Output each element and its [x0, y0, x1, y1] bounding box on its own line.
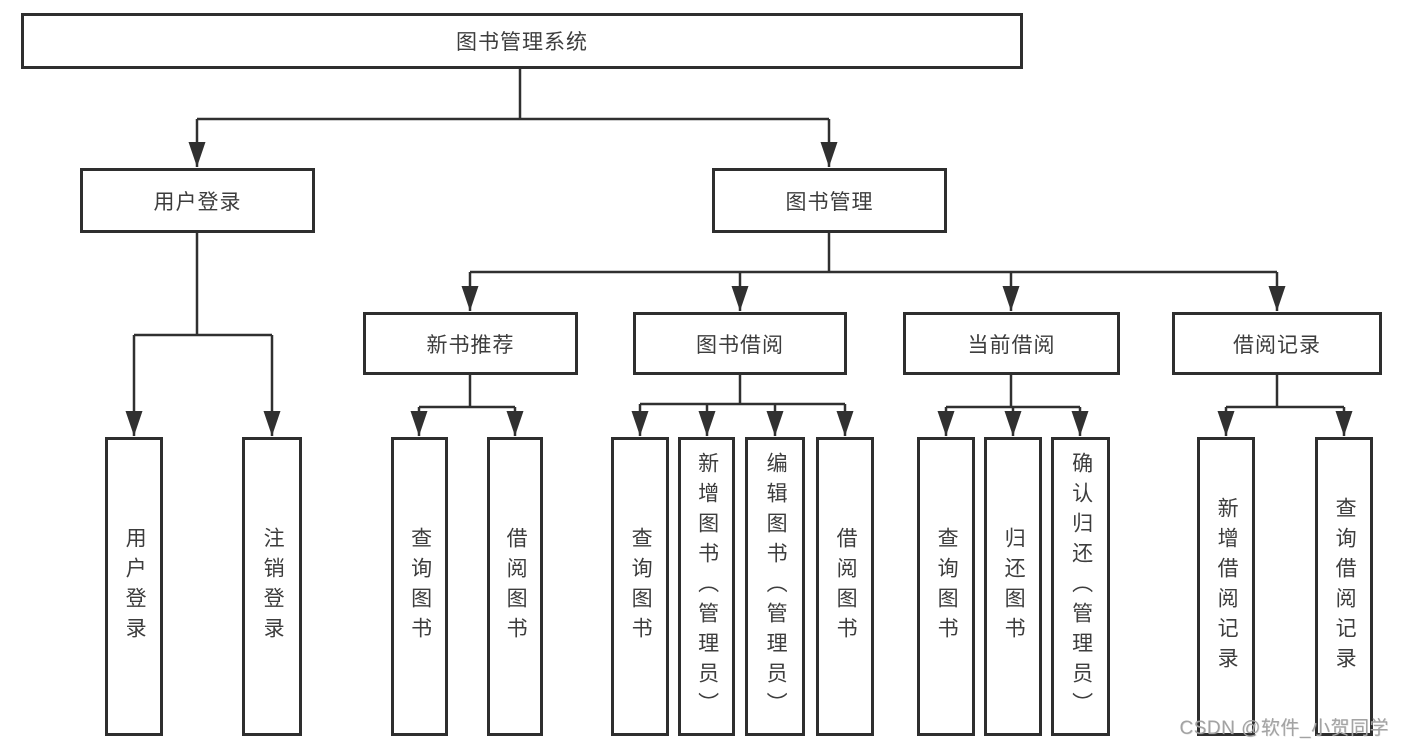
leaf-query-borrow-record: 查询借阅记录: [1315, 437, 1373, 736]
leaf-label: 查询图书: [629, 526, 653, 647]
csdn-watermark: CSDN @软件_小贺同学: [1179, 718, 1389, 739]
leaf-label: 新增借阅记录: [1215, 496, 1239, 677]
node-label: 用户登录: [153, 190, 242, 214]
node-label: 借阅记录: [1233, 333, 1321, 357]
leaf-borrow-books-borrow: 借阅图书: [816, 437, 874, 736]
node-current-borrowing: 当前借阅: [903, 312, 1120, 375]
leaf-logout: 注销登录: [242, 437, 302, 736]
leaf-borrow-books-newbook: 借阅图书: [487, 437, 543, 736]
leaf-confirm-return-admin: 确认归还（管理员）: [1051, 437, 1110, 736]
leaf-label: 查询图书: [408, 526, 432, 647]
node-book-borrowing: 图书借阅: [633, 312, 847, 375]
connector-new-book-to-children: [410, 375, 524, 436]
connector-borrow-records-to-children: [1217, 375, 1353, 436]
leaf-label: 借阅图书: [834, 526, 858, 647]
connector-book-management-to-level3: [461, 233, 1286, 311]
leaf-edit-books-admin: 编辑图书（管理员）: [745, 437, 805, 736]
node-label: 新书推荐: [426, 333, 515, 357]
node-borrowing-records: 借阅记录: [1172, 312, 1382, 375]
leaf-user-login: 用户登录: [105, 437, 163, 736]
leaf-label: 注销登录: [261, 526, 285, 647]
connector-user-login-to-children: [125, 233, 281, 436]
leaf-label: 借阅图书: [504, 526, 528, 647]
leaf-label: 确认归还（管理员）: [1069, 451, 1093, 722]
leaf-label: 新增图书（管理员）: [695, 451, 719, 722]
connector-book-borrow-to-children: [631, 375, 854, 436]
leaf-return-books: 归还图书: [984, 437, 1042, 736]
connector-current-borrow-to-children: [937, 375, 1089, 436]
leaf-add-books-admin: 新增图书（管理员）: [678, 437, 735, 736]
node-library-management-system: 图书管理系统: [21, 13, 1023, 69]
leaf-label: 用户登录: [123, 526, 147, 647]
leaf-query-books-borrow: 查询图书: [611, 437, 669, 736]
node-user-login: 用户登录: [80, 168, 315, 233]
leaf-label: 查询借阅记录: [1333, 496, 1357, 677]
node-label: 图书借阅: [696, 333, 784, 357]
node-new-book-recommendation: 新书推荐: [363, 312, 578, 375]
leaf-label: 归还图书: [1002, 526, 1026, 647]
leaf-label: 编辑图书（管理员）: [764, 451, 788, 722]
leaf-query-books-newbook: 查询图书: [391, 437, 448, 736]
node-label: 当前借阅: [967, 333, 1056, 357]
leaf-label: 查询图书: [935, 526, 959, 647]
node-label: 图书管理系统: [456, 31, 588, 54]
node-book-management: 图书管理: [712, 168, 947, 233]
leaf-query-books-current: 查询图书: [917, 437, 975, 736]
connector-root-to-level2: [188, 69, 838, 167]
node-label: 图书管理: [785, 190, 874, 214]
leaf-add-borrow-record: 新增借阅记录: [1197, 437, 1255, 736]
